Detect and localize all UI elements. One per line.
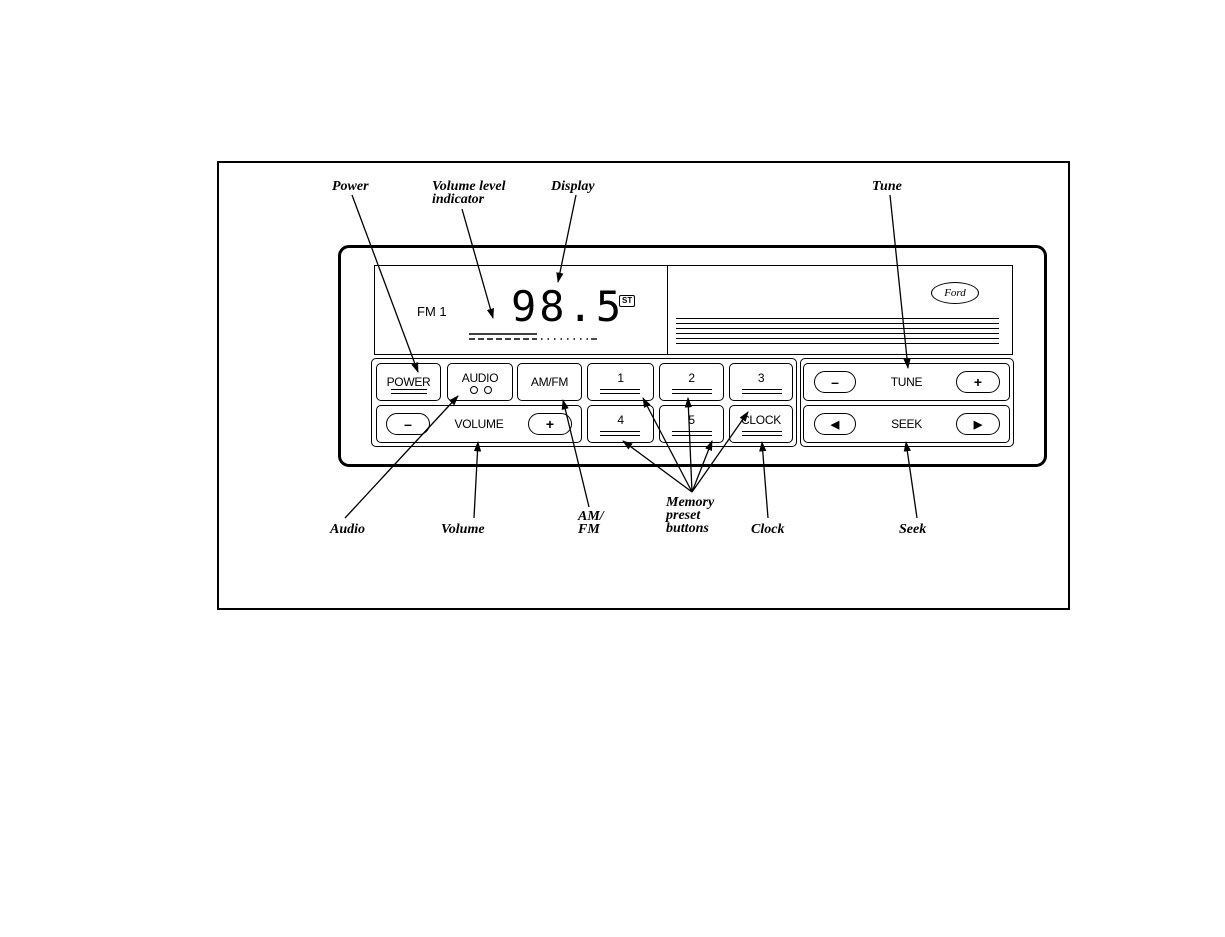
leader-power [352, 195, 418, 372]
leader-am-fm [563, 400, 589, 507]
leader-preset-4 [623, 441, 692, 492]
leader-preset-1 [643, 398, 692, 492]
leader-tune [890, 195, 908, 368]
leader-preset-3 [692, 412, 748, 492]
leader-preset-5 [692, 441, 712, 492]
leader-audio [345, 396, 458, 518]
leader-volume-level-indicator [462, 209, 493, 318]
leader-clock [762, 442, 768, 518]
leader-display [558, 195, 576, 282]
leader-seek [906, 442, 917, 518]
leader-preset-2 [688, 398, 692, 492]
leader-volume [474, 442, 478, 518]
